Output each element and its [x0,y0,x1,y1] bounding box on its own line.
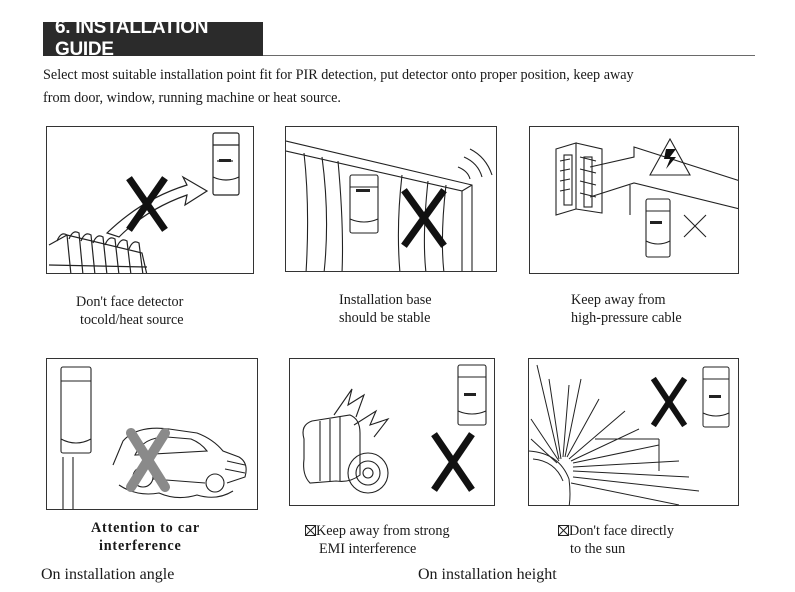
warning-triangle-icon [649,137,691,176]
lightning-icon [333,388,366,418]
intro-text: Select most suitable installation point … [43,64,763,110]
heat-source-illustration [48,132,240,273]
panel-high-pressure-caption: Keep away from high-pressure cable [571,292,682,326]
intro-line-1: Select most suitable installation point … [43,67,634,83]
panel-car-interference [46,358,258,510]
motor-icon [302,414,389,494]
panel-high-pressure [529,126,739,274]
footer-installation-angle: On installation angle [41,566,175,583]
junction-box-icon [555,142,603,216]
pir-detector-icon [457,364,487,426]
crossed-box-icon [558,525,569,536]
panel-stable-base-caption: Installation base should be stable [339,292,432,326]
panel-heat-source [46,126,254,274]
stable-base-illustration [286,140,493,271]
pir-detector-icon [645,198,671,258]
panel-car-interference-caption: Attention to car interference [91,520,200,554]
section-title-bar: 6. INSTALLATION GUIDE [43,17,263,60]
panel-sun [528,358,739,506]
pir-detector-icon [60,366,92,509]
lightning-icon [353,409,390,438]
panel-sun-caption: Don't face directly to the sun [558,522,674,558]
sun-icon [529,364,700,505]
car-interference-illustration [60,366,247,509]
panel-emi-caption: Keep away from strong EMI interference [305,522,450,558]
emi-illustration [302,364,487,494]
grey-x-icon [126,428,170,492]
big-x-icon [401,188,447,248]
pir-detector-icon [595,366,730,471]
pir-detector-icon [212,132,240,196]
small-x-icon [683,214,707,238]
intro-line-2: from door, window, running machine or he… [43,90,341,106]
section-title: 6. INSTALLATION GUIDE [55,17,209,60]
pir-detector-icon [349,174,379,234]
crossed-box-icon [305,525,316,536]
high-pressure-illustration [555,137,738,258]
big-x-icon [431,432,475,492]
big-x-icon [126,176,168,232]
title-rule [263,55,755,56]
panel-stable-base [285,126,497,272]
big-x-icon [650,376,688,428]
sun-illustration [529,364,730,505]
panel-emi [289,358,495,506]
car-icon [112,427,247,499]
panel-heat-source-caption: Don't face detector tocold/heat source [76,294,184,328]
footer-installation-height: On installation height [418,566,557,583]
radiator-icon [48,231,148,273]
